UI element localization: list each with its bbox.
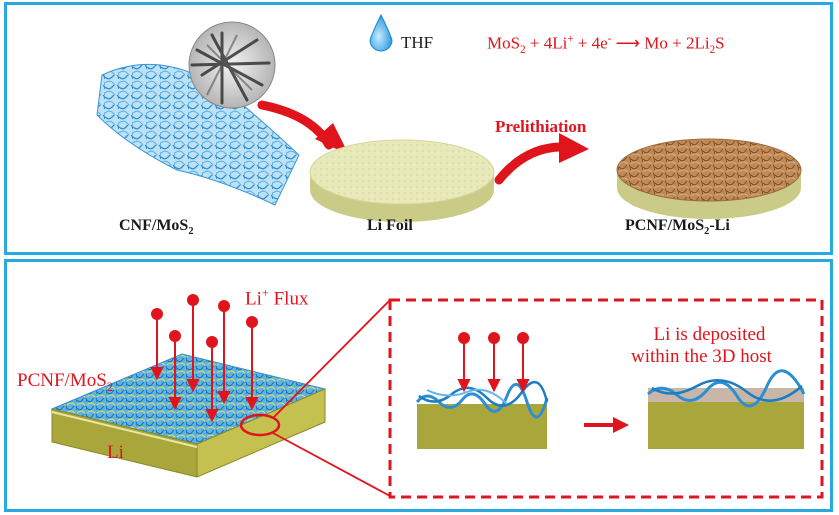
li-foil-label: Li Foil (367, 217, 413, 234)
reaction-equation: MoS2 + 4Li+ + 4e- ⟶ Mo + 2Li2S (487, 33, 725, 57)
zoom-flux-arrows (457, 332, 530, 393)
pcnf-li-slab (50, 353, 327, 478)
deposit-caption-line2: within the 3D host (631, 346, 772, 367)
li-flux-label: Li+ Flux (245, 286, 309, 310)
thf-droplet-icon (369, 13, 393, 52)
prelithiation-label: Prelithiation (495, 117, 587, 136)
cnf-mos2-mat (96, 63, 300, 206)
bottom-panel: Li+ Flux PCNF/MoS2 Li Li is deposited wi… (4, 259, 833, 512)
curved-arrow-to-foil (257, 100, 349, 155)
cnf-mos2-label: CNF/MoS2 (119, 217, 194, 238)
li-foil-disc (309, 139, 495, 222)
pcnf-mos2-label: PCNF/MoS2 (17, 370, 113, 394)
li-label: Li (107, 442, 124, 463)
transition-arrow (584, 417, 629, 433)
prelithiation-arrow (494, 133, 589, 185)
thf-label: THF (401, 33, 434, 52)
deposit-caption-line1: Li is deposited (653, 324, 766, 345)
top-panel-art (96, 13, 802, 222)
li-flux-arrows (150, 294, 259, 423)
pcnf-mos2-li-disc (616, 138, 802, 219)
top-panel: CNF/MoS2 Li Foil PCNF/MoS2-Li THF Prelit… (4, 2, 833, 255)
zoom-after-block (647, 369, 806, 449)
tem-inset-image (188, 21, 276, 109)
bottom-panel-art (50, 294, 824, 499)
zoom-before-block (415, 380, 549, 449)
zoom-callout (239, 298, 824, 499)
pcnf-mos2-li-label: PCNF/MoS2-Li (625, 217, 730, 238)
deposit-caption: Li is deposited within the 3D host (631, 324, 772, 368)
